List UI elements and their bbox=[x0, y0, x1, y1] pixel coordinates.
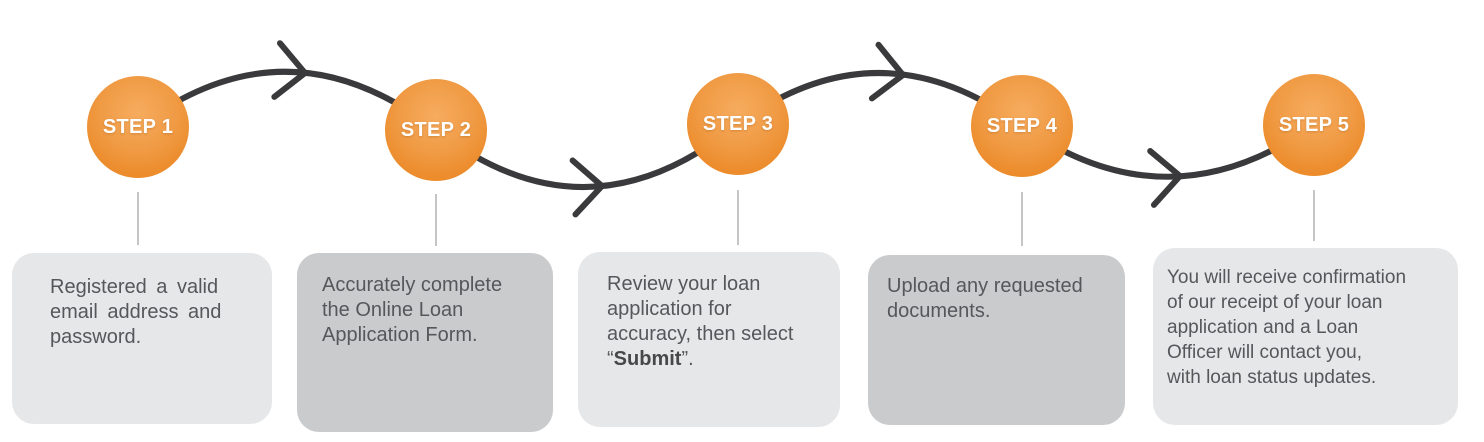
step-5-label: STEP 5 bbox=[1278, 113, 1350, 136]
step-5-description-box: You will receive confirmation of our rec… bbox=[1153, 248, 1458, 425]
step-1-connector-line bbox=[137, 192, 139, 245]
step-1-description: Registered a valid email address and pas… bbox=[50, 276, 222, 348]
step-3-description-box: Review your loan application for accurac… bbox=[578, 252, 840, 427]
step-2-description: Accurately complete the Online Loan Appl… bbox=[322, 274, 503, 346]
step-3-description-submit: Submit bbox=[613, 348, 682, 370]
step-2-circle: STEP 2 bbox=[385, 79, 487, 181]
step-3-description-start: Review your loan application for accurac… bbox=[607, 273, 794, 370]
step-4-description: Upload any requested documents. bbox=[887, 275, 1083, 322]
step-3-circle: STEP 3 bbox=[687, 73, 789, 175]
arrow-icon bbox=[868, 41, 906, 102]
step-3-label: STEP 3 bbox=[702, 112, 774, 135]
step-5-circle: STEP 5 bbox=[1263, 74, 1365, 176]
arrow-icon bbox=[569, 157, 605, 218]
step-3-description: Review your loan application for accurac… bbox=[578, 252, 840, 372]
step-3-description-end: ”. bbox=[681, 348, 694, 370]
step-4-description-box: Upload any requested documents. bbox=[868, 255, 1125, 425]
step-2-connector-line bbox=[435, 194, 437, 246]
arrow-icon bbox=[271, 40, 308, 100]
step-2-description-box: Accurately complete the Online Loan Appl… bbox=[297, 253, 553, 432]
step-4-circle: STEP 4 bbox=[971, 75, 1073, 177]
step-3-connector-line bbox=[737, 190, 739, 245]
step-1-description-box: Registered a valid email address and pas… bbox=[12, 253, 272, 424]
step-4-label: STEP 4 bbox=[986, 114, 1058, 137]
step-5-description: You will receive confirmation of our rec… bbox=[1167, 267, 1407, 388]
step-5-connector-line bbox=[1313, 190, 1315, 241]
arrow-icon bbox=[1147, 148, 1183, 208]
step-1-circle: STEP 1 bbox=[87, 76, 189, 178]
step-4-connector-line bbox=[1021, 192, 1023, 246]
step-2-label: STEP 2 bbox=[400, 118, 472, 141]
step-1-label: STEP 1 bbox=[102, 115, 174, 138]
